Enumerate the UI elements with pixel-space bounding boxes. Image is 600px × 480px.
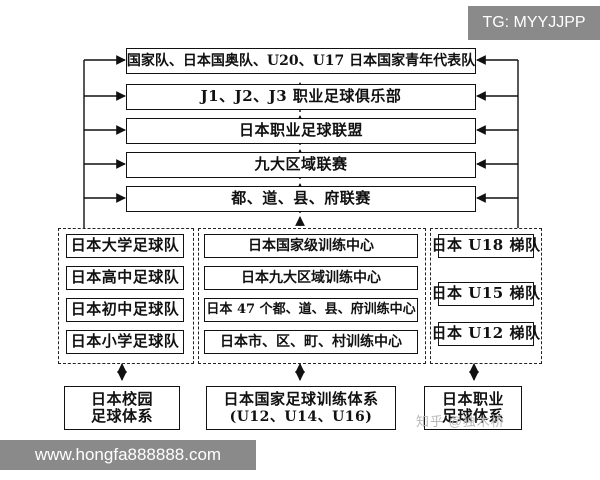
training-item-label: 日本市、区、町、村训练中心 (220, 333, 402, 350)
ladder-group (430, 228, 542, 364)
ladder-item-u15: 日本 U15 梯队 (432, 282, 540, 306)
training-item-prefecture: 日本 47 个都、道、县、府训练中心 (204, 298, 418, 322)
training-item-regional: 日本九大区域训练中心 (204, 266, 418, 290)
national-training-system: 日本国家足球训练体系 (U12、U14、U16) (206, 386, 396, 430)
school-group (58, 228, 194, 364)
school-system-line2: 足球体系 (90, 407, 153, 425)
url-banner: www.hongfa888888.com (0, 440, 256, 470)
ladder-item-u18: 日本 U18 梯队 (432, 234, 540, 258)
school-item-junior-high: 日本初中足球队 (66, 298, 184, 322)
school-item-label: 日本初中足球队 (70, 300, 180, 319)
training-system-line1: 日本国家足球训练体系 (223, 390, 379, 409)
training-group (198, 228, 426, 364)
level2-label: J1、J2、J3 职业足球俱乐部 (200, 87, 402, 106)
training-item-label: 日本九大区域训练中心 (241, 269, 381, 286)
school-item-label: 日本小学足球队 (70, 332, 180, 351)
level5-label: 都、道、县、府联赛 (231, 189, 371, 208)
level3-label: 日本职业足球联盟 (238, 121, 363, 140)
school-system-line1: 日本校园 (90, 389, 153, 408)
training-system-line2: (U12、U14、U16) (229, 408, 373, 425)
zhihu-watermark: 知乎 @独木桥 (416, 414, 505, 429)
tg-banner: TG: MYYJJPP (468, 6, 600, 40)
ladder-item-label: 日本 U15 梯队 (431, 284, 541, 303)
level5-prefecture-league: 都、道、县、府联赛 (126, 186, 476, 212)
training-item-national: 日本国家级训练中心 (204, 234, 418, 258)
level1-national-teams: 国家队、日本国奥队、U20、U17 日本国家青年代表队 (126, 48, 476, 74)
ladder-item-u12: 日本 U12 梯队 (432, 322, 540, 346)
school-item-university: 日本大学足球队 (66, 234, 184, 258)
level4-regional-league: 九大区域联赛 (126, 152, 476, 178)
training-item-label: 日本 47 个都、道、县、府训练中心 (206, 301, 416, 317)
school-item-elementary: 日本小学足球队 (66, 330, 184, 354)
level4-label: 九大区域联赛 (254, 155, 348, 174)
school-football-system: 日本校园 足球体系 (64, 386, 180, 430)
training-item-municipal: 日本市、区、町、村训练中心 (204, 330, 418, 354)
ladder-item-label: 日本 U18 梯队 (431, 236, 541, 255)
school-item-label: 日本大学足球队 (70, 236, 180, 255)
level1-label: 国家队、日本国奥队、U20、U17 日本国家青年代表队 (126, 52, 476, 69)
level3-pro-league: 日本职业足球联盟 (126, 118, 476, 144)
level2-pro-clubs: J1、J2、J3 职业足球俱乐部 (126, 84, 476, 110)
training-item-label: 日本国家级训练中心 (248, 237, 374, 254)
pro-football-system: 日本职业 足球体系 (424, 386, 522, 430)
ladder-item-label: 日本 U12 梯队 (431, 324, 541, 343)
school-item-label: 日本高中足球队 (70, 268, 180, 287)
pro-system-line2: 足球体系 (441, 407, 504, 425)
school-item-high-school: 日本高中足球队 (66, 266, 184, 290)
pro-system-line1: 日本职业 (441, 389, 504, 408)
